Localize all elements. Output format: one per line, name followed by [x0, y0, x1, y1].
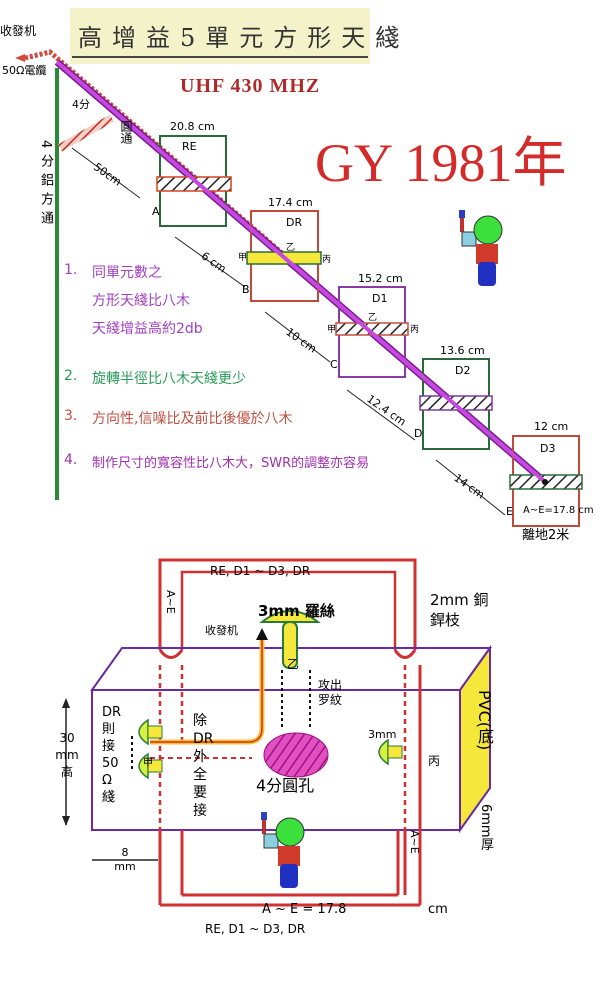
- dr-jia: 甲: [238, 253, 248, 263]
- note-2-line-1: 旋轉半徑比八木天綫更少: [92, 371, 246, 387]
- label-transceiver: 收發机: [0, 24, 37, 38]
- tap-thread-label: 攻出罗紋: [318, 678, 343, 707]
- note-3-num: 3.: [64, 408, 78, 424]
- loop-left-label: A~E: [164, 590, 177, 614]
- wire-label: 2mm 銅銲枝: [430, 591, 489, 629]
- mascot-icon: [459, 210, 503, 286]
- title-underline: [72, 56, 368, 58]
- d2-name: D2: [455, 364, 471, 377]
- d3-name: D3: [540, 442, 556, 455]
- remove-dr-label: 除DR外全要接: [193, 713, 214, 819]
- bottom-yi: 乙: [287, 657, 300, 671]
- height-label: 30 mm高: [55, 731, 79, 779]
- screw-icon: [138, 752, 163, 780]
- note-4-num: 4.: [64, 452, 78, 468]
- re-width: 20.8 cm: [170, 120, 215, 133]
- hole-label: 4分圓孔: [256, 776, 315, 795]
- author-year: GY 1981年: [315, 133, 567, 193]
- re-point: A: [152, 205, 160, 218]
- d1-point: C: [330, 358, 338, 371]
- d2-width: 13.6 cm: [440, 344, 485, 357]
- d1-name: D1: [372, 292, 388, 305]
- loop-bottom-label: RE, D1 ~ D3, DR: [205, 922, 306, 936]
- top-antenna-diagram: [15, 49, 583, 527]
- bottom-total: A ~ E = 17.8: [262, 902, 347, 917]
- thickness-label: 6mm厚: [478, 804, 493, 851]
- ground-height: 離地2米: [522, 528, 570, 543]
- bottom-construction-diagram: [62, 558, 492, 907]
- total-length: A~E=17.8 cm: [523, 505, 594, 516]
- screw-icon: [378, 738, 403, 766]
- d1-bing: 丙: [410, 325, 420, 335]
- re-name: RE: [182, 140, 197, 153]
- note-3-line-1: 方向性,信噪比及前比後優於八木: [92, 411, 293, 427]
- mascot-icon: [261, 812, 305, 888]
- bottom-total-unit: cm: [428, 902, 448, 917]
- bottom-transceiver: 收發机: [205, 624, 238, 637]
- title-banner: 高增益5單元方形天綫: [70, 8, 399, 64]
- d1-width: 15.2 cm: [358, 272, 403, 285]
- page-title: 高增益5單元方形天綫: [78, 24, 410, 52]
- dr-point: B: [242, 283, 250, 296]
- note-1-line-3: 天綫增益高約2db: [92, 321, 203, 337]
- dr-name: DR: [286, 216, 303, 229]
- label-mast: 4分鋁方通: [38, 140, 53, 231]
- bottom-bing: 丙: [428, 754, 441, 768]
- screw-label: 3mm 羅絲: [258, 602, 335, 620]
- d3-point: E: [506, 505, 513, 518]
- note-2-num: 2.: [64, 368, 78, 384]
- dr-bing: 丙: [322, 255, 332, 265]
- d3-width: 12 cm: [534, 420, 569, 433]
- dr-yi: 乙: [286, 243, 296, 253]
- d1-jia: 甲: [327, 325, 337, 335]
- note-1-line-1: 同單元數之: [92, 265, 162, 281]
- label-round-pipe: 圓通: [119, 120, 133, 144]
- pvc-label: PVC(底): [475, 690, 494, 751]
- loop-right-label: A~E: [408, 830, 421, 854]
- bottom-jia: 甲: [143, 758, 153, 769]
- band-label: UHF 430 MHZ: [180, 75, 321, 97]
- screw-3mm-label: 3mm: [368, 728, 397, 741]
- label-four-fen: 4分: [72, 98, 90, 111]
- d1-yi: 乙: [368, 313, 378, 323]
- dr-connect-label: DR 則接 50Ω 綫: [102, 705, 122, 805]
- note-4-line-1: 制作尺寸的寬容性比八木大，SWR的調整亦容易: [92, 456, 370, 471]
- d2-point: D: [414, 427, 423, 440]
- label-cable: 50Ω電纜: [2, 64, 47, 77]
- dr-width: 17.4 cm: [268, 196, 313, 209]
- note-1-num: 1.: [64, 262, 78, 278]
- gap-label: 8 mm: [114, 846, 136, 873]
- loop-top-label: RE, D1 ~ D3, DR: [210, 564, 311, 578]
- note-1-line-2: 方形天綫比八木: [92, 293, 190, 309]
- screw-icon: [138, 718, 163, 746]
